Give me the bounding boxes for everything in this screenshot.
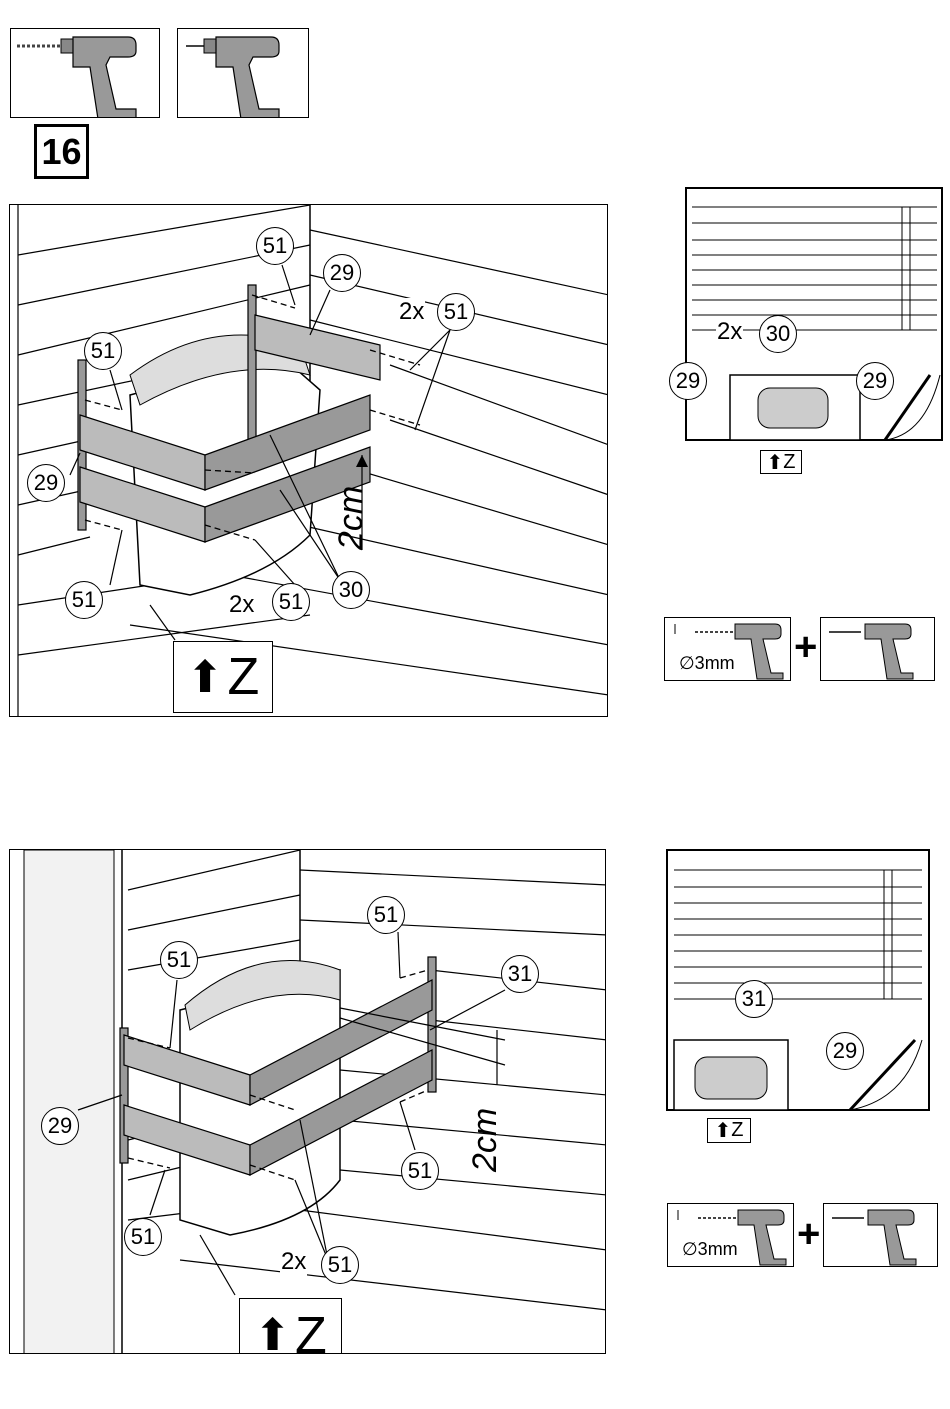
up-arrow-icon: ⬆: [254, 1310, 291, 1354]
dimension-label: 2cm: [466, 1108, 505, 1172]
z-label: Z: [783, 451, 795, 474]
callout-29: 29: [323, 254, 361, 292]
callout-31: 31: [501, 955, 539, 993]
up-arrow-icon: ⬆: [767, 450, 784, 475]
sauna-wall-illustration: [10, 850, 606, 1354]
callout-31: 31: [735, 980, 773, 1018]
screwdriver-icon: [824, 1204, 937, 1266]
callout-29: 29: [41, 1107, 79, 1145]
callout-51: 51: [256, 227, 294, 265]
callout-29: 29: [27, 464, 65, 502]
drill-3mm-box: ∅3mm: [667, 1203, 794, 1267]
drill-bit-size-label: ∅3mm: [682, 1239, 738, 1260]
up-arrow-icon: ⬆: [187, 652, 224, 703]
quantity-label: 2x: [280, 1248, 307, 1276]
callout-51: 51: [84, 332, 122, 370]
screwdriver-icon: [178, 29, 308, 117]
z-direction-box: ⬆Z: [760, 450, 802, 474]
callout-51: 51: [437, 293, 475, 331]
drill-bit-size-label: ∅3mm: [679, 653, 735, 674]
z-label: Z: [228, 647, 260, 707]
callout-51: 51: [124, 1218, 162, 1256]
plus-sign: +: [794, 625, 817, 670]
callout-51: 51: [367, 896, 405, 934]
callout-29: 29: [826, 1032, 864, 1070]
dimension-label: 2cm: [332, 486, 371, 550]
z-label: Z: [295, 1306, 327, 1355]
callout-51: 51: [272, 583, 310, 621]
installation-panel-1: 51 29 2x 51 51 29 51 2x 51 30 2cm ⬆Z: [9, 204, 608, 717]
floor-plan-2: 31 29 ⬆Z: [640, 845, 950, 1150]
callout-51: 51: [401, 1152, 439, 1190]
quantity-label: 2x: [398, 298, 425, 326]
screwdriver-tool-box: [177, 28, 309, 118]
drill-3mm-box: ∅3mm: [664, 617, 791, 681]
plus-sign: +: [797, 1212, 820, 1257]
screwdriver-box: [823, 1203, 938, 1267]
drill-bit-icon: [11, 29, 159, 117]
callout-29: 29: [669, 362, 707, 400]
up-arrow-icon: ⬆: [715, 1118, 732, 1143]
callout-30: 30: [759, 315, 797, 353]
callout-51: 51: [321, 1246, 359, 1284]
quantity-label: 2x: [716, 318, 743, 346]
callout-51: 51: [65, 581, 103, 619]
quantity-label: 2x: [228, 591, 255, 619]
z-label: Z: [731, 1119, 743, 1142]
callout-30: 30: [332, 571, 370, 609]
sauna-wall-illustration: [10, 205, 608, 717]
z-direction-box: ⬆Z: [239, 1298, 342, 1354]
floor-plan-diagram: [640, 845, 950, 1150]
screwdriver-icon: [821, 618, 934, 680]
callout-29: 29: [856, 362, 894, 400]
installation-panel-2: 51 51 31 29 51 51 2x 51 2cm ⬆Z: [9, 849, 606, 1354]
callout-51: 51: [160, 941, 198, 979]
z-direction-box: ⬆Z: [173, 641, 273, 713]
floor-plan-1: 2x 30 29 29 ⬆Z: [640, 185, 950, 485]
screwdriver-box: [820, 617, 935, 681]
z-direction-box: ⬆Z: [707, 1118, 751, 1143]
drill-tool-box: [10, 28, 160, 118]
step-number: 16: [34, 124, 89, 179]
